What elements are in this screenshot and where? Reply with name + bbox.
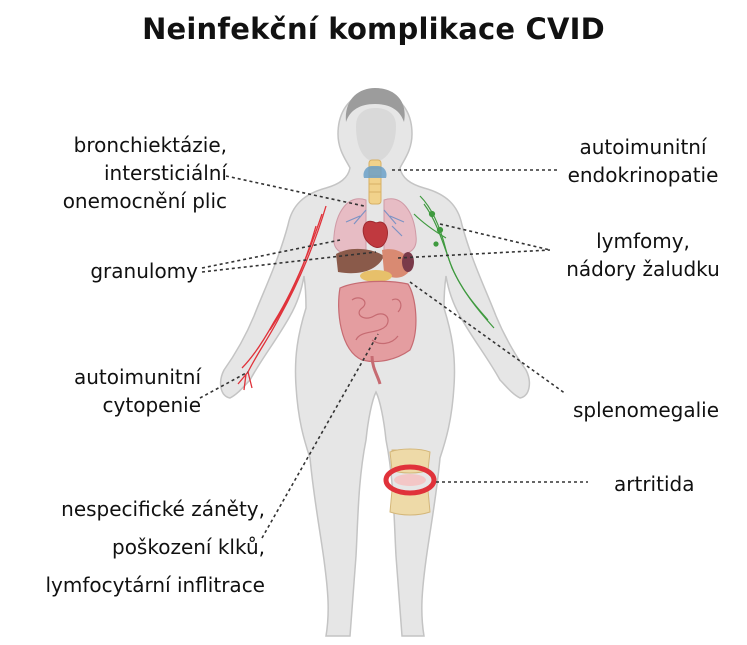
spleen [402, 252, 414, 272]
label-lymphoma: lymfomy, nádory žaludku [548, 227, 738, 283]
label-splenomegaly: splenomegalie [573, 396, 719, 424]
label-gut-inflammation: nespecifické záněty, poškození klků, lym… [45, 490, 265, 604]
label-granuloma: granulomy [90, 257, 198, 285]
label-arthritis: artritida [614, 470, 694, 498]
label-bronchiectasis: bronchiektázie, intersticiální onemocněn… [63, 131, 227, 215]
label-endocrinopathy: autoimunitní endokrinopatie [548, 133, 738, 189]
label-cytopenia: autoimunitní cytopenie [74, 363, 201, 419]
